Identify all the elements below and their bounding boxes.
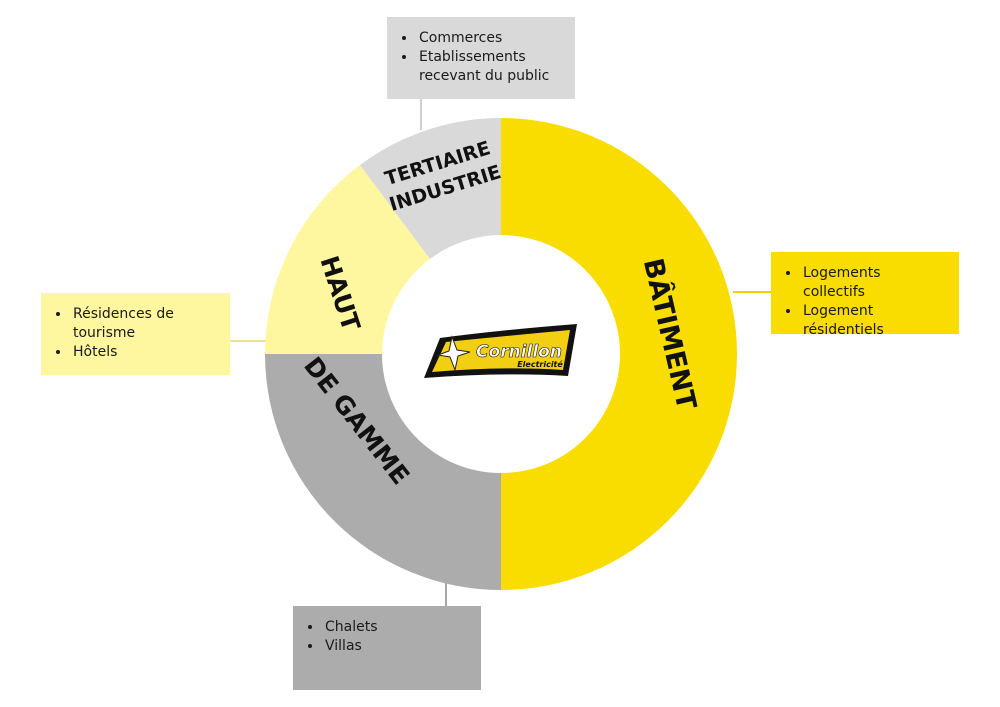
info-list-haut-gamme-tourisme: Résidences de tourisme Hôtels (55, 305, 216, 362)
list-item: Villas (323, 637, 467, 656)
info-box-haut-gamme-chalets: Chalets Villas (293, 606, 481, 690)
logo-star-icon (436, 335, 471, 372)
info-box-tertiaire: Commerces Etablissements recevant du pub… (387, 17, 575, 99)
list-item: Commerces (417, 29, 561, 48)
info-box-haut-gamme-tourisme: Résidences de tourisme Hôtels (41, 293, 230, 375)
list-item: Chalets (323, 618, 467, 637)
info-box-batiment: Logements collectifs Logement résidentie… (771, 252, 959, 338)
list-item: Hôtels (71, 343, 216, 362)
segment-batiment (501, 118, 737, 590)
logo-sub-text: Electricité (517, 359, 563, 369)
logo-flag-inner (432, 330, 570, 372)
list-item: Etablissements recevant du public (417, 48, 561, 86)
info-list-haut-gamme-chalets: Chalets Villas (307, 618, 467, 656)
cornillon-logo: Cornillon Electricité (424, 324, 577, 378)
segment-tertiaire (360, 118, 501, 259)
segment-haut-gamme-bottom (265, 354, 501, 590)
logo-brand-text: Cornillon (476, 342, 562, 362)
list-item: Logement résidentiels (801, 302, 945, 340)
info-list-batiment: Logements collectifs Logement résidentie… (785, 264, 945, 340)
segment-haut-gamme-top (265, 165, 430, 354)
list-item: Résidences de tourisme (71, 305, 216, 343)
list-item: Logements collectifs (801, 264, 945, 302)
info-list-tertiaire: Commerces Etablissements recevant du pub… (401, 29, 561, 86)
